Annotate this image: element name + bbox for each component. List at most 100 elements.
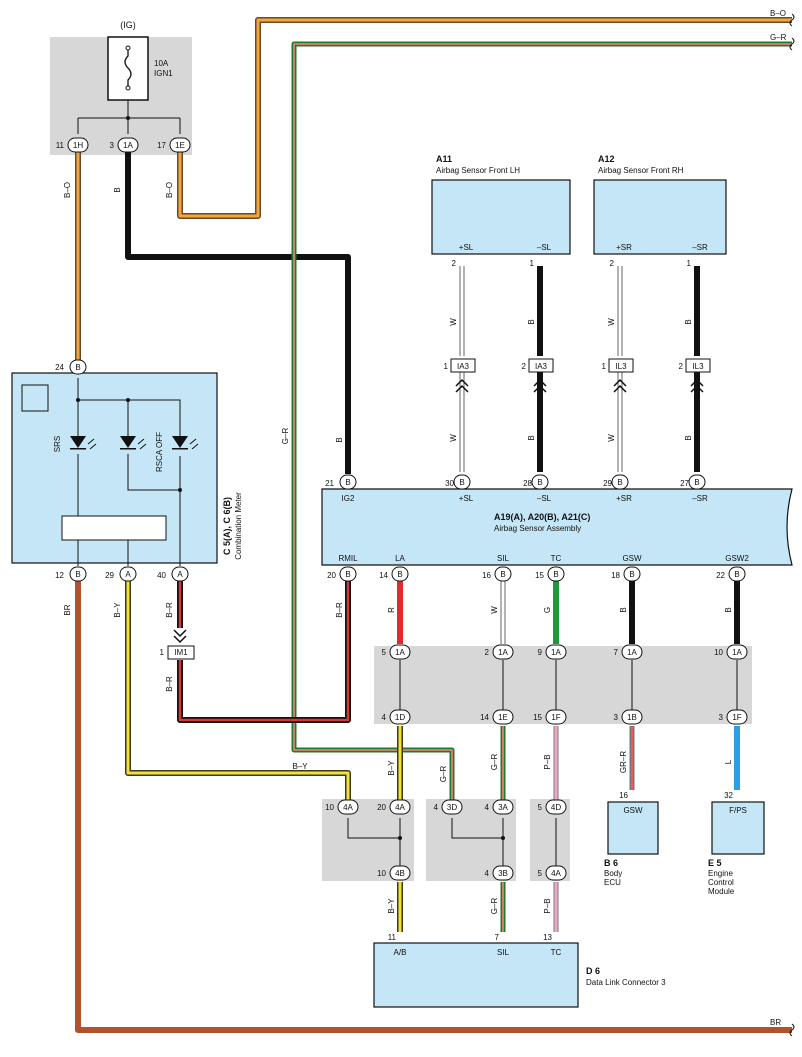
pin-number: 14: [480, 713, 489, 722]
wire-label: B: [335, 437, 344, 442]
pin-number: 4: [434, 803, 439, 812]
connector-pin: 1F: [545, 709, 567, 725]
pin-number: 27: [680, 479, 689, 488]
pin-number: 16: [619, 791, 628, 800]
svg-text:IA3: IA3: [535, 362, 548, 371]
wire-label: B: [684, 319, 693, 324]
term-label: TC: [551, 948, 562, 957]
svg-text:B: B: [397, 570, 402, 579]
connector-il3: IL3: [685, 358, 711, 373]
connector-pin: 1B: [621, 709, 643, 725]
pin-number: 18: [611, 571, 620, 580]
ecm-name: Module: [708, 887, 735, 896]
connector-pin: 3B: [492, 865, 514, 881]
rsca-lamp-label: RSCA OFF: [155, 432, 164, 472]
sensor-rh-box: [593, 179, 727, 255]
wire-label: B: [527, 319, 536, 324]
pin-number: 4: [382, 713, 387, 722]
svg-text:B: B: [345, 570, 350, 579]
fuse-icon: [124, 48, 132, 88]
srs-lamp-label: SRS: [53, 436, 62, 452]
svg-text:1A: 1A: [627, 648, 637, 657]
term-label: GSW: [622, 554, 642, 563]
pin-number: 28: [523, 479, 532, 488]
term-label: LA: [395, 554, 405, 563]
connector-pin: 1D: [389, 709, 411, 725]
term-label: F/PS: [729, 806, 747, 815]
pin-number: 1: [444, 362, 449, 371]
svg-text:4A: 4A: [343, 803, 353, 812]
svg-text:IL3: IL3: [615, 362, 627, 371]
sensor-rh-name: Airbag Sensor Front RH: [598, 166, 684, 175]
term-label: –SL: [537, 494, 552, 503]
term-label: GSW2: [725, 554, 749, 563]
svg-text:IA3: IA3: [457, 362, 470, 371]
connector-im1: IM1: [167, 645, 195, 660]
pin-number: 3: [719, 713, 724, 722]
connector-pin: B: [494, 566, 512, 582]
airbag-assembly-box: [321, 488, 793, 566]
pin-number: 20: [327, 571, 336, 580]
pin-number: 10: [377, 869, 386, 878]
wire-label: B: [113, 187, 122, 192]
svg-text:3D: 3D: [447, 803, 457, 812]
connector-pin: 3A: [492, 799, 514, 815]
connector-pin: 4A: [337, 799, 359, 815]
pin-number: 5: [538, 803, 543, 812]
wire-label: W: [449, 434, 458, 442]
pin-number: 17: [157, 141, 166, 150]
pin-number: 4: [485, 803, 490, 812]
wire-label: G–R: [439, 766, 448, 783]
pin-number: 2: [485, 648, 490, 657]
svg-text:1F: 1F: [732, 713, 741, 722]
pin-number: 14: [379, 571, 388, 580]
term-label: –SR: [692, 243, 708, 252]
assembly-id: A19(A), A20(B), A21(C): [494, 512, 590, 522]
term-label: +SL: [459, 243, 474, 252]
wire-label: G–R: [490, 898, 499, 915]
connector-pin: B: [623, 566, 641, 582]
wire-label: B: [724, 607, 733, 612]
sensor-lh-name: Airbag Sensor Front LH: [436, 166, 520, 175]
svg-text:B: B: [694, 478, 699, 487]
body-ecu-name: Body: [604, 869, 622, 878]
wire-label: W: [607, 434, 616, 442]
dlc-id: D 6: [586, 966, 600, 976]
pin-number: 10: [325, 803, 334, 812]
connector-pin: B: [531, 474, 549, 490]
svg-text:1A: 1A: [123, 141, 133, 150]
fuse-amp-label: 10A: [154, 59, 169, 68]
svg-text:B: B: [553, 570, 558, 579]
wires: [75, 17, 792, 1033]
svg-text:1E: 1E: [175, 141, 185, 150]
connector-ia3: IA3: [528, 358, 554, 373]
svg-text:1D: 1D: [395, 713, 405, 722]
pin-number: 5: [538, 869, 543, 878]
svg-text:B: B: [629, 570, 634, 579]
meter-name: Combination Meter: [234, 492, 243, 560]
pin-number: 24: [55, 363, 64, 372]
wire-label: GR–R: [619, 751, 628, 773]
br-wire-label: BR: [770, 1018, 781, 1027]
term-label: SIL: [497, 948, 510, 957]
pin-number: 32: [724, 791, 733, 800]
wire-label: B: [684, 435, 693, 440]
wire-label: W: [490, 606, 499, 614]
wire-label: B–Y: [113, 602, 122, 618]
assembly-name: Airbag Sensor Assembly: [494, 524, 581, 533]
connector-pin: 1F: [726, 709, 748, 725]
connector-pin: 1E: [492, 709, 514, 725]
wire-label: W: [607, 318, 616, 326]
wire-label: P–B: [543, 898, 552, 913]
body-ecu-name: ECU: [604, 878, 621, 887]
ecm-name: Control: [708, 878, 734, 887]
connector-pin: 4A: [389, 799, 411, 815]
svg-text:B: B: [734, 570, 739, 579]
connector-pin: A: [119, 566, 137, 582]
wire-label: B: [527, 435, 536, 440]
pin-number: 2: [452, 259, 457, 268]
pin-number: 30: [445, 479, 454, 488]
svg-text:B: B: [459, 478, 464, 487]
pin-number: 3: [110, 141, 115, 150]
